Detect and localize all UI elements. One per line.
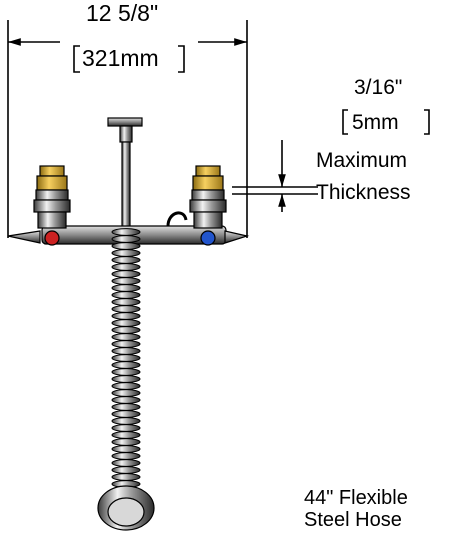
hook-fitting — [166, 211, 188, 227]
left-bonnet — [35, 189, 69, 201]
riser-pipe — [121, 141, 131, 231]
hose-coil-ring — [111, 459, 141, 467]
right-handle — [192, 175, 224, 191]
left-handle-cap — [39, 165, 65, 177]
hose-coil-ring — [111, 284, 141, 292]
hose-coil-ring — [111, 242, 141, 250]
thickness-imperial-label: 3/16" — [354, 76, 403, 99]
hose-coil-ring — [111, 431, 141, 439]
hose-coil-ring — [111, 235, 141, 243]
cold-indicator-icon — [200, 230, 216, 246]
hose-coil-ring — [111, 361, 141, 369]
hose-coil-ring — [111, 228, 141, 236]
hose-coil-ring — [111, 445, 141, 453]
hose-coil-ring — [111, 319, 141, 327]
hose-callout-line2: Steel Hose — [304, 509, 402, 531]
hose-coil-ring — [111, 256, 141, 264]
hose-coil-ring — [111, 403, 141, 411]
hose-coil-ring — [111, 249, 141, 257]
hose-coil-ring — [111, 326, 141, 334]
hose-coil-ring — [111, 438, 141, 446]
hose-coil-ring — [111, 340, 141, 348]
thickness-dimension — [232, 109, 430, 212]
hose-coil-ring — [111, 347, 141, 355]
hose-coil-ring — [111, 473, 141, 481]
width-imperial-label: 12 5/8" — [86, 0, 159, 26]
hose-coil-ring — [111, 452, 141, 460]
thickness-caption-line2: Thickness — [316, 181, 411, 204]
hot-indicator-icon — [44, 230, 60, 246]
thickness-metric-label: 5mm — [352, 111, 399, 134]
hose-coil — [111, 228, 141, 489]
right-handle-cap — [195, 165, 221, 177]
hose-callout-line1: 44" Flexible — [304, 487, 408, 509]
hose-coil-ring — [111, 305, 141, 313]
width-metric-bracket-left — [73, 45, 80, 73]
right-bonnet — [191, 189, 225, 201]
hose-coil-ring — [111, 375, 141, 383]
hose-coil-ring — [111, 382, 141, 390]
hose-coil-ring — [111, 410, 141, 418]
hose-coil-ring — [111, 389, 141, 397]
right-nut — [189, 199, 227, 213]
faucet-illustration — [7, 117, 250, 531]
width-metric-label: 321mm — [82, 45, 159, 71]
width-dimension — [7, 20, 248, 238]
hose-coil-ring — [111, 368, 141, 376]
riser-cap-nut — [119, 125, 133, 143]
left-spout — [7, 230, 41, 244]
hose-coil-ring — [111, 298, 141, 306]
thickness-metric-bracket-right — [424, 109, 430, 135]
hose-coil-ring — [111, 270, 141, 278]
riser-cap — [107, 117, 143, 127]
right-stem — [193, 211, 223, 229]
right-spout — [224, 230, 250, 244]
hose-coil-ring — [111, 417, 141, 425]
left-stem — [37, 211, 67, 229]
hose-coil-ring — [111, 277, 141, 285]
thickness-metric-bracket-left — [342, 109, 348, 135]
hose-coil-ring — [111, 354, 141, 362]
width-metric-bracket-right — [178, 45, 185, 73]
hose-coil-ring — [111, 312, 141, 320]
hose-coil-ring — [111, 291, 141, 299]
hose-coil-ring — [111, 396, 141, 404]
spray-head-face — [107, 497, 145, 527]
left-nut — [33, 199, 71, 213]
hose-coil-ring — [111, 263, 141, 271]
hose-coil-ring — [111, 333, 141, 341]
hose-coil-ring — [111, 424, 141, 432]
left-handle — [36, 175, 68, 191]
thickness-caption-line1: Maximum — [316, 149, 408, 172]
hose-coil-ring — [111, 466, 141, 474]
